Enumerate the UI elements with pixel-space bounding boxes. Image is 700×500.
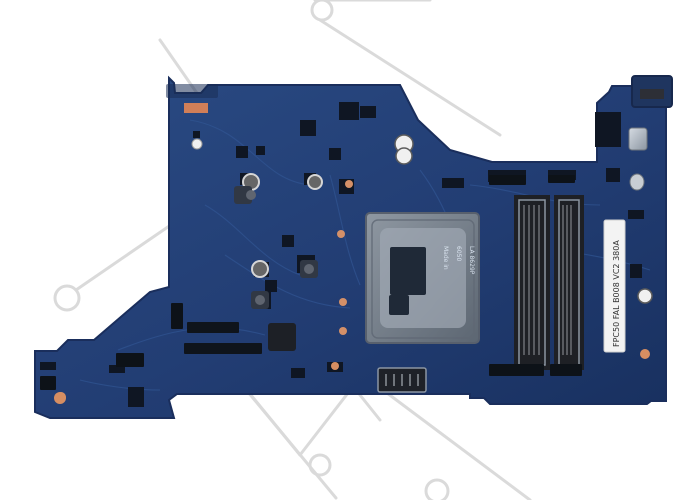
inductors: [234, 186, 318, 351]
small-components: [40, 102, 644, 407]
motherboard: LA 8629P 6050 Made in FPC50 FAL B008 VC2…: [34, 75, 673, 419]
cpu-package: LA 8629P 6050 Made in: [365, 212, 480, 344]
sticker-text: FPC50 FAL B008 VC2 380A: [612, 240, 621, 347]
sticker-label: FPC50 FAL B008 VC2 380A: [603, 219, 626, 353]
memory-slot-left: [514, 195, 550, 370]
memory-slots: [514, 195, 584, 370]
mounting-holes: [54, 138, 353, 404]
cpu-marking-line-1: LA 8629P: [468, 246, 475, 275]
cpu-die-small: [389, 295, 409, 315]
cpu-marking-line-2: 6050: [455, 246, 462, 261]
sticker-background: [603, 219, 626, 353]
cpu-die-large: [390, 247, 426, 295]
right-top-connector-pins: [640, 89, 664, 99]
connectors: [40, 127, 648, 393]
cpu-marking-line-3: Made in: [442, 246, 449, 270]
top-left-notch: [166, 84, 218, 98]
